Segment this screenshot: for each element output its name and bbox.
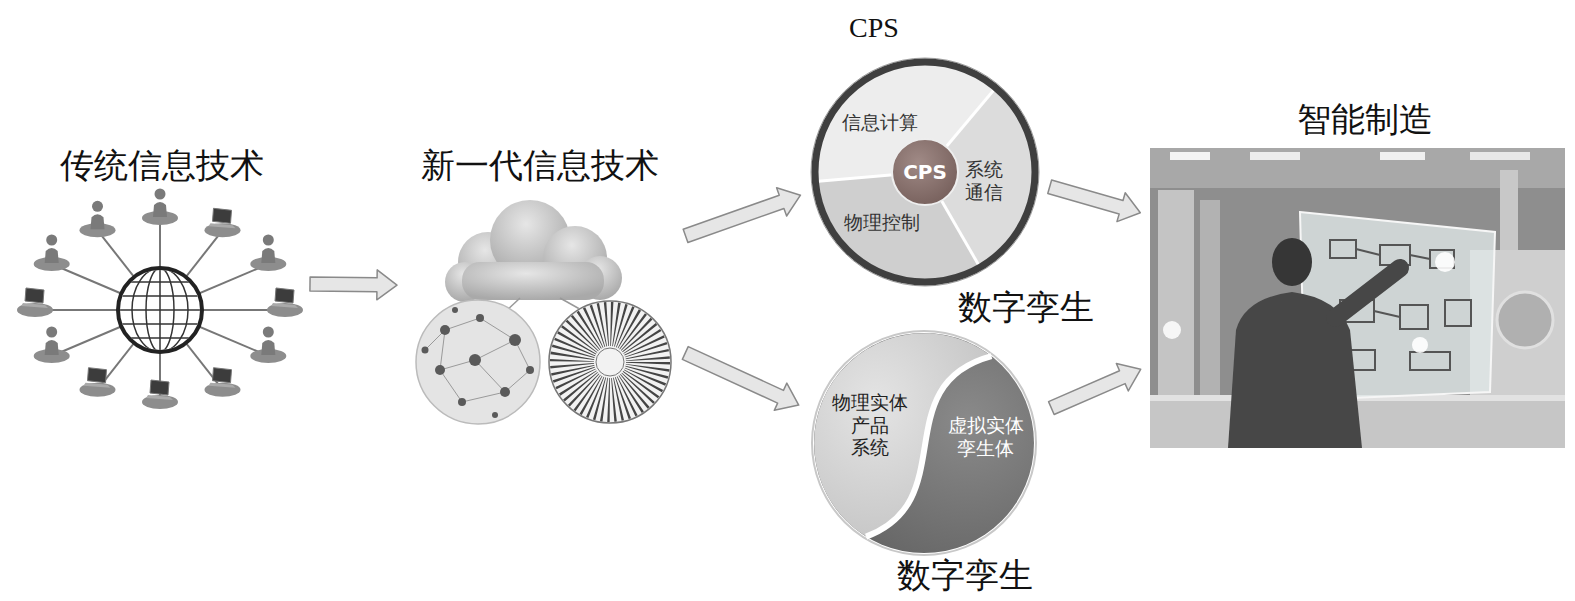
cps-core: CPS <box>891 138 959 206</box>
globe <box>118 268 202 352</box>
twin-circle: 数字孪生 物理实体 产品 系统虚拟实体 孪生体 <box>806 330 1044 596</box>
block-arrow <box>682 347 798 411</box>
block-arrow <box>683 188 800 243</box>
factory-photo <box>1150 148 1565 448</box>
node-label: 系统 通信 <box>964 158 1004 204</box>
cps-circle: CPS 信息计算 CPS 系统 通信物理控制 <box>808 12 1042 290</box>
node-label: 虚拟实体 孪生体 <box>947 414 1025 460</box>
node-label: CPS <box>903 161 947 184</box>
network-illustration <box>35 218 285 402</box>
node-heading: 智能制造 <box>1297 100 1433 139</box>
illustration-node: 新一代信息技术 <box>405 146 678 428</box>
node-heading: 新一代信息技术 <box>421 146 659 185</box>
twin-half: 虚拟实体 孪生体 <box>945 412 1027 462</box>
node-label: 物理控制 <box>844 211 920 234</box>
illustration-node: 传统信息技术 <box>10 146 302 418</box>
node-label: 信息计算 <box>842 111 918 134</box>
node-heading: 数字孪生 <box>897 556 1033 595</box>
node-label: 物理实体 产品 系统 <box>831 391 909 459</box>
block-arrow <box>310 270 397 300</box>
cps-sector: 系统 通信 <box>962 156 1006 206</box>
node-heading: 传统信息技术 <box>60 146 264 185</box>
block-arrow <box>1048 180 1141 222</box>
cps-sector: 信息计算 <box>840 109 920 136</box>
cloud-illustration <box>416 200 672 424</box>
free-label: 数字孪生 <box>958 288 1094 327</box>
cps-ring <box>811 58 1039 286</box>
cps-sector: 物理控制 <box>842 209 922 236</box>
node-heading: CPS <box>849 12 899 44</box>
photo-node: 智能制造 <box>1148 100 1567 450</box>
twin-yin-yang <box>812 331 1036 555</box>
block-arrow <box>1049 363 1141 414</box>
twin-half: 物理实体 产品 系统 <box>829 389 911 461</box>
